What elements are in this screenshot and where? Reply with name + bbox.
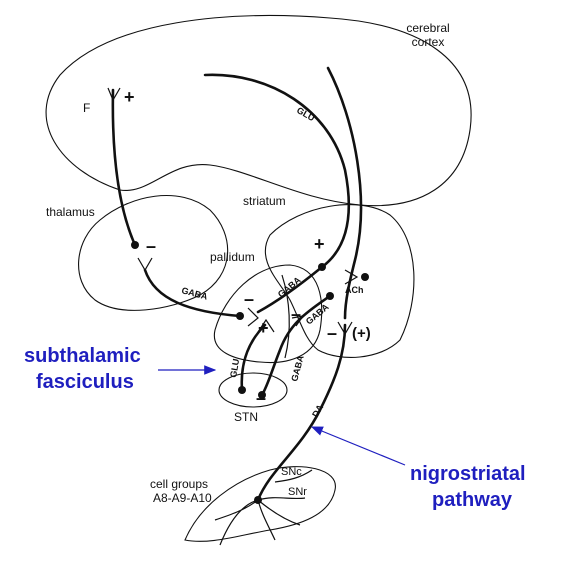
ach-label: ACh <box>345 285 364 295</box>
da-plus-sign: (+) <box>352 325 371 342</box>
thalamus-terminal-dot <box>131 241 139 249</box>
gaba-pallidum-label: GABA <box>276 275 303 300</box>
pallidum-minus-sign: – <box>244 289 254 309</box>
pallidum-receptor-fork-2 <box>291 315 305 327</box>
cell-groups-label-1: cell groups <box>150 477 208 491</box>
subthalamic-callout-line-2: fasciculus <box>36 371 134 393</box>
striatum-terminal-dot-2 <box>326 292 334 300</box>
glu-cortex-label: GLU <box>295 105 316 123</box>
gaba-pallido-thalamic-pathway <box>143 268 242 318</box>
snc-snr-divider <box>274 469 313 483</box>
da-nigrostriatal-pathway <box>256 323 347 502</box>
stn-plus-sign: + <box>258 318 269 338</box>
subthalamic-callout-line-1: subthalamic <box>24 345 141 367</box>
da-minus-sign: – <box>327 323 337 343</box>
cerebral-cortex-label-2: cortex <box>412 35 445 49</box>
da-receptor-fork <box>337 321 353 336</box>
pallidum-receptor-fork <box>247 307 259 327</box>
glu-cortex-inner-pathway <box>326 66 363 320</box>
f-label: F <box>83 101 90 115</box>
thalamus-receptor-fork <box>137 257 153 272</box>
gaba-stn-label: GABA <box>289 354 306 383</box>
sn-dendrites <box>214 497 306 546</box>
stn-outline <box>218 372 288 408</box>
striatum-label: striatum <box>243 194 286 208</box>
glu-cortico-striatal-pathway <box>203 73 351 269</box>
thalamo-cortical-pathway <box>111 88 137 247</box>
nigrostriatal-arrow <box>310 426 406 466</box>
f-receptor-fork <box>107 87 121 102</box>
ach-receptor-fork <box>344 269 359 285</box>
pallidum-terminal-dot <box>236 312 244 320</box>
nigrostriatal-callout-line-1: nigrostriatal <box>410 463 526 485</box>
pallidum-minus-sign-2: – <box>291 304 301 324</box>
stn-minus-sign: – <box>256 388 266 408</box>
cerebral-cortex-outline <box>45 15 472 207</box>
snr-label: SNr <box>288 486 307 498</box>
stn-label: STN <box>234 410 258 424</box>
stn-receptor-fork <box>257 318 275 333</box>
gaba-thalamus-label: GABA <box>180 285 209 302</box>
stn-terminal-dot <box>238 386 246 394</box>
thalamus-label: thalamus <box>46 205 95 219</box>
cerebral-cortex-label-1: cerebral <box>406 21 449 35</box>
snc-label: SNc <box>281 466 302 478</box>
gaba-striatal-pathway-2 <box>260 294 332 397</box>
striatum-plus-sign: + <box>314 234 325 254</box>
substantia-nigra-outline <box>184 466 336 542</box>
stn-terminal-dot-2 <box>258 391 266 399</box>
pallidum-label: pallidum <box>210 250 255 264</box>
cell-groups-label-2: A8-A9-A10 <box>153 491 212 505</box>
pallidum-inner-line <box>281 274 290 359</box>
glu-subthalamic-pathway <box>240 323 267 392</box>
ach-terminal-dot <box>361 273 369 281</box>
gaba-striato-pallidal-pathway <box>256 265 324 314</box>
glu-stn-label: GLU <box>228 358 241 378</box>
thalamus-outline <box>78 194 229 311</box>
f-plus-sign: + <box>124 87 135 107</box>
nigrostriatal-callout-line-2: pathway <box>432 489 513 511</box>
thalamus-minus-sign: – <box>146 236 156 256</box>
